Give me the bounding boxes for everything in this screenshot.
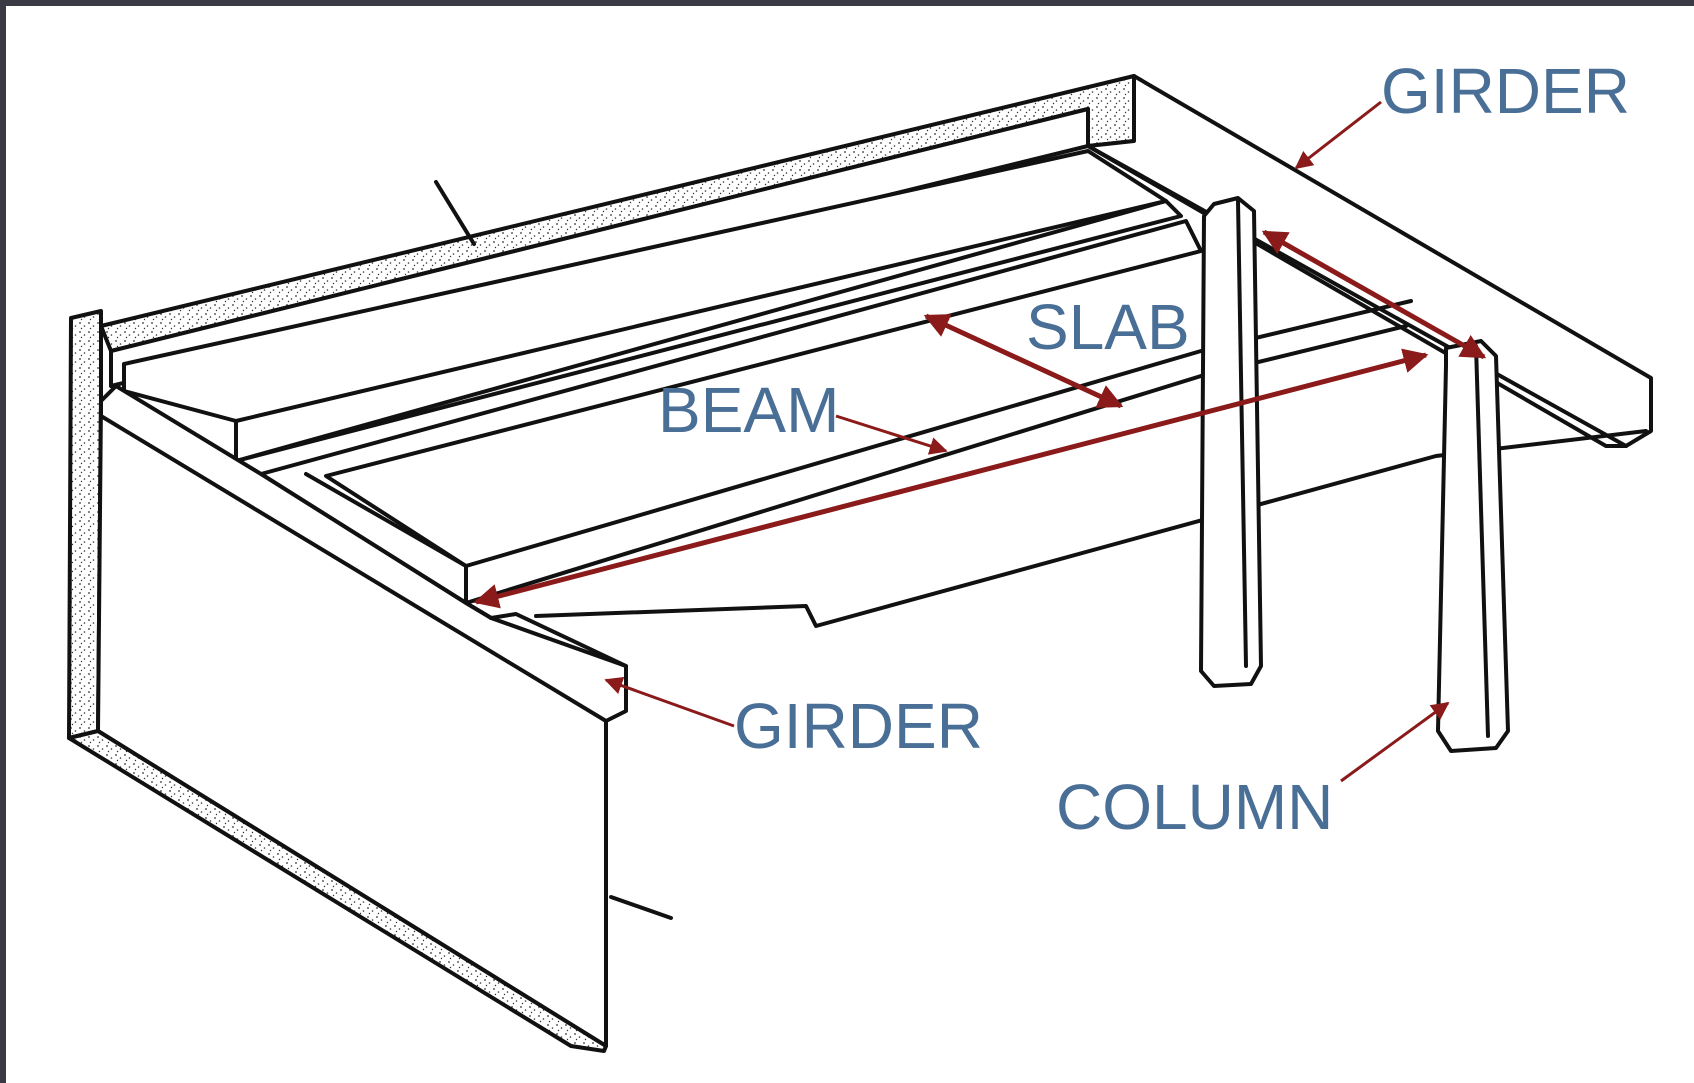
front-girder [99, 384, 628, 723]
slab-front-edge [234, 199, 1183, 463]
front-girder-edge [489, 612, 628, 668]
left-wall-edge [67, 309, 103, 740]
beam-lower-edge [464, 324, 1408, 605]
left-wall-pointer [609, 895, 673, 920]
label-beam: BEAM [658, 374, 839, 446]
girder-span-arrow [1261, 229, 1487, 360]
beam-span-arrow [473, 348, 1429, 609]
column-left [1199, 196, 1263, 688]
structural-diagram: GIRDER SLAB BEAM GIRDER COLUMN [67, 55, 1653, 1053]
label-girder-top: GIRDER [1381, 55, 1630, 127]
label-girder-bottom: GIRDER [734, 690, 983, 762]
girder-top-arrow [1294, 100, 1382, 170]
column-right-edge [1474, 344, 1490, 738]
column-right [1436, 339, 1510, 753]
right-girder [1086, 74, 1653, 448]
girder-bottom-arrow [604, 677, 735, 728]
column-arrow [1340, 701, 1450, 783]
label-slab: SLAB [1026, 291, 1190, 363]
diagram-canvas: GIRDER SLAB BEAM GIRDER COLUMN [6, 6, 1694, 1083]
label-column: COLUMN [1056, 771, 1333, 843]
back-wall-pointer [434, 180, 476, 246]
beam-arrow [835, 414, 948, 455]
right-girder-edge [1086, 144, 1628, 448]
left-wall-bottom [67, 729, 608, 1053]
